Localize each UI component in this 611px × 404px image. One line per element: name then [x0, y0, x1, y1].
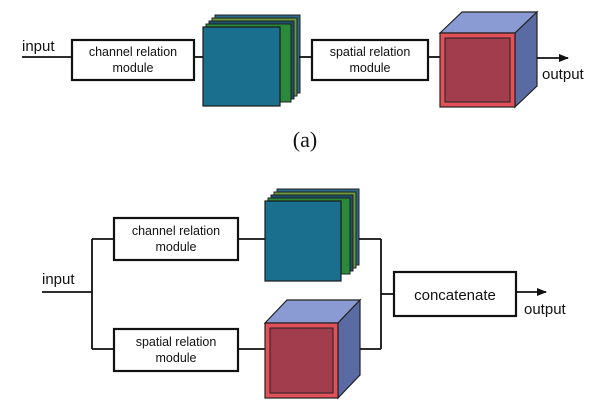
caption-a: (a) [293, 127, 317, 152]
channel-module-line1-b: channel relation [132, 224, 220, 238]
spatial-relation-module-box-a: spatial relation module [310, 38, 430, 82]
spatial-feature-cube-b [263, 298, 362, 400]
channel-module-line2-b: module [156, 240, 197, 254]
spatial-module-line1-b: spatial relation [136, 335, 217, 349]
concatenate-label-b: concatenate [414, 287, 496, 304]
channel-module-line1-a: channel relation [89, 45, 177, 59]
spatial-module-line2-b: module [156, 351, 197, 365]
spatial-module-line1-a: spatial relation [330, 45, 411, 59]
input-label-a: input [22, 38, 55, 55]
output-label-b: output [524, 301, 567, 318]
channel-feature-stack-b [264, 188, 360, 282]
channel-relation-module-box-b: channel relation module [112, 216, 240, 262]
channel-feature-stack-a [202, 14, 301, 107]
channel-module-line2-a: module [113, 61, 154, 75]
spatial-feature-cube-a [438, 10, 539, 109]
input-label-b: input [42, 271, 75, 288]
diagram-a: input channel relation module spatial re… [22, 10, 585, 152]
diagram-b: input channel relation module spatial re… [42, 188, 567, 400]
spatial-relation-module-box-b: spatial relation module [112, 327, 240, 373]
concatenate-box-b: concatenate [392, 270, 518, 318]
output-label-a: output [542, 66, 585, 83]
channel-relation-module-box-a: channel relation module [70, 38, 196, 82]
spatial-module-line2-a: module [350, 61, 391, 75]
